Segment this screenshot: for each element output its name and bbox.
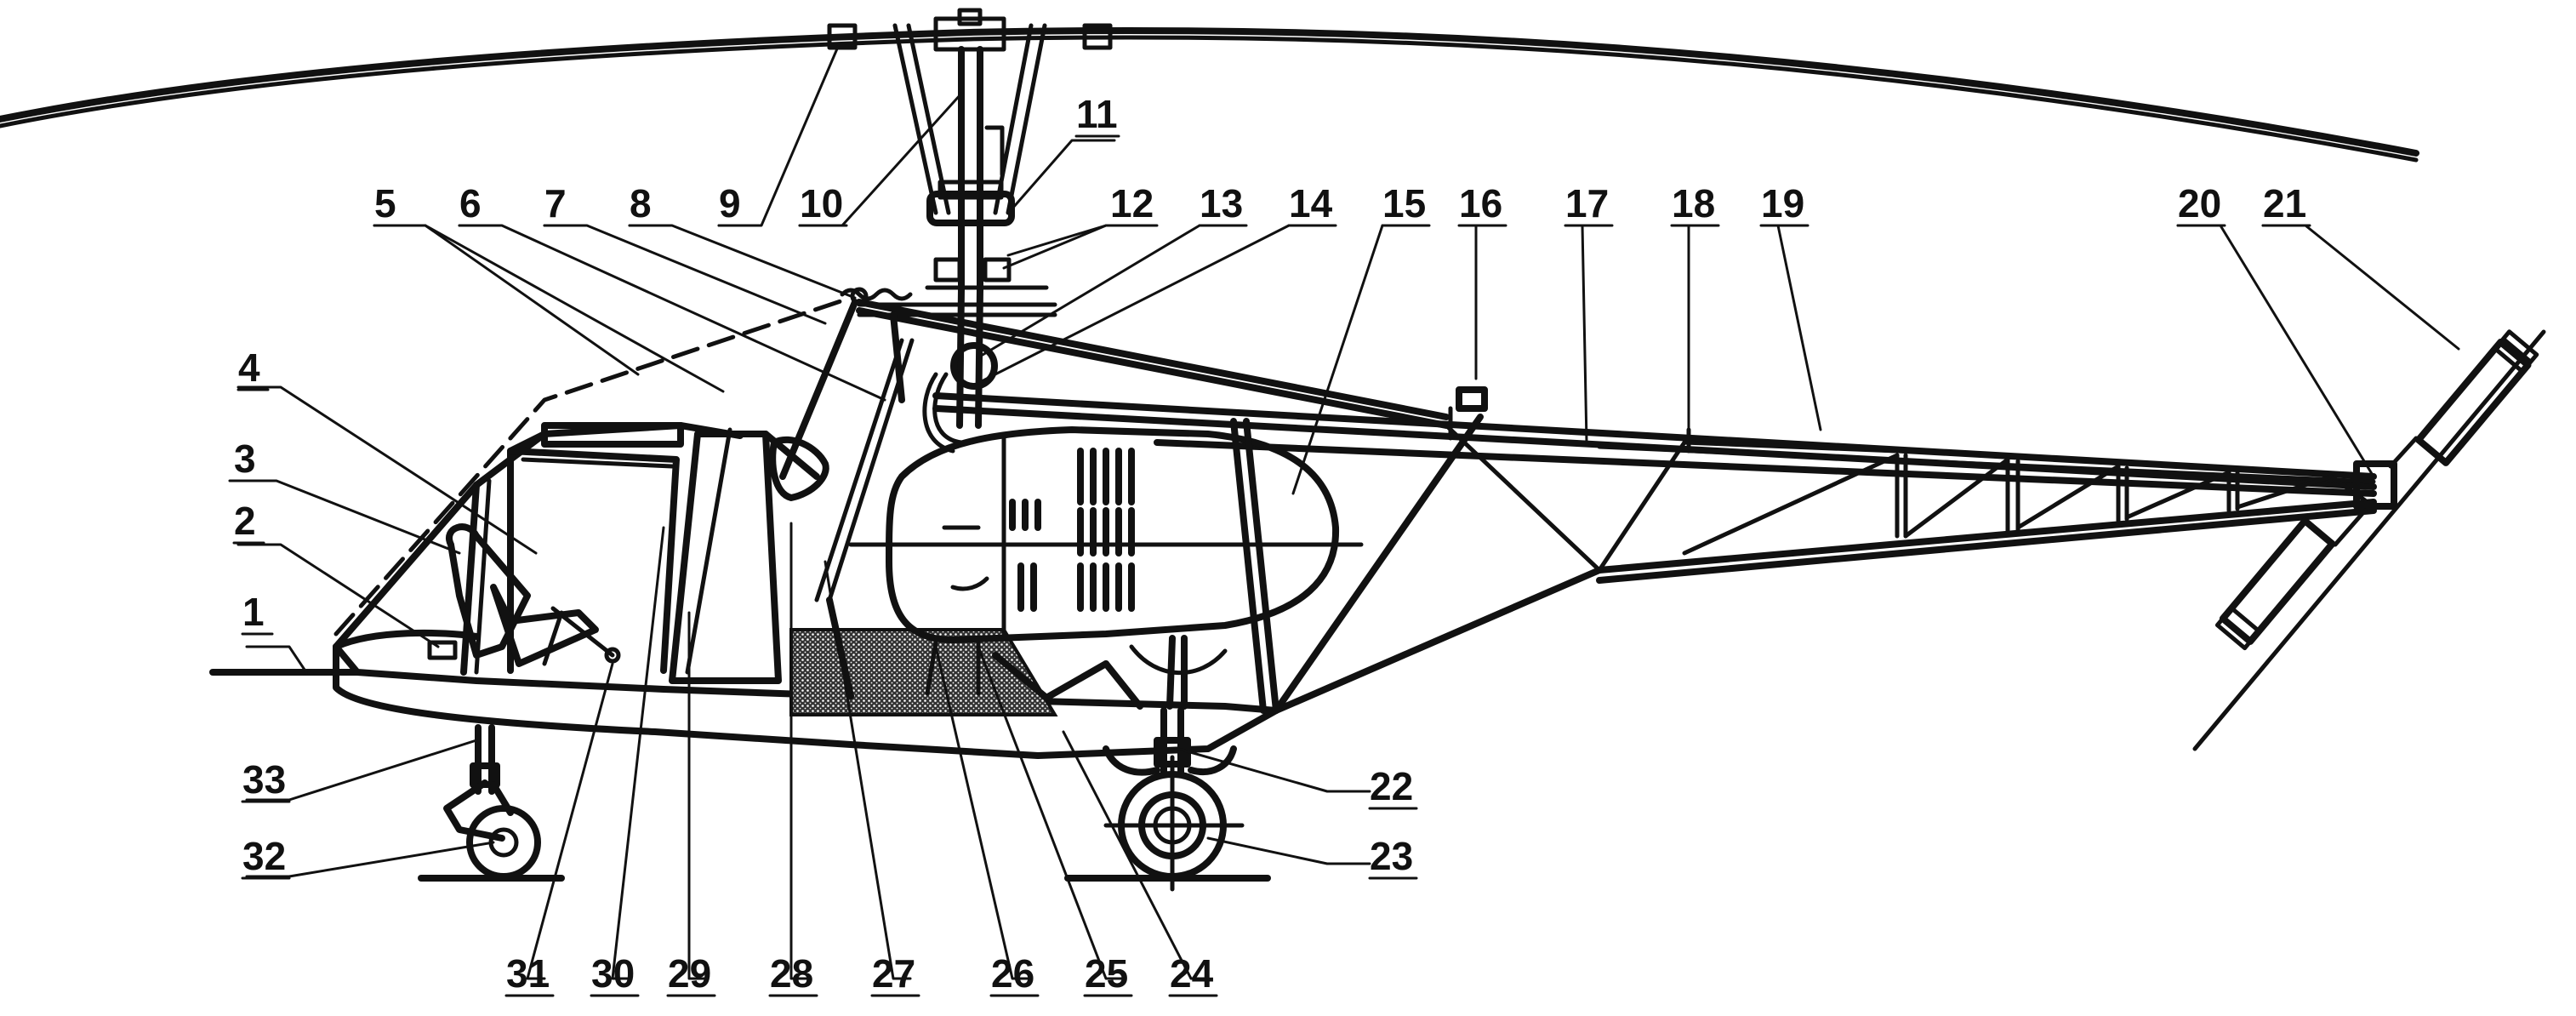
engine [848, 426, 1364, 643]
callout-31: 31 [506, 951, 550, 996]
callout-10: 10 [800, 181, 843, 225]
callout-19: 19 [1761, 181, 1804, 225]
callout-15: 15 [1382, 181, 1426, 225]
nose-gear [418, 724, 565, 882]
cockpit [333, 422, 829, 684]
callout-9: 9 [719, 181, 741, 225]
callout-18: 18 [1672, 181, 1715, 225]
callout-labels: 1 2 3 4 5 6 7 8 9 10 11 12 13 14 15 16 1… [234, 92, 2306, 996]
callout-17: 17 [1565, 181, 1609, 225]
callout-3: 3 [234, 437, 256, 481]
callout-16: 16 [1459, 181, 1502, 225]
callout-2: 2 [234, 499, 256, 543]
callout-26: 26 [991, 951, 1034, 996]
callout-12: 12 [1110, 181, 1154, 225]
callout-32: 32 [242, 834, 286, 878]
callout-33: 33 [242, 757, 286, 802]
callout-1: 1 [242, 590, 265, 634]
rotor-mast [892, 23, 1049, 293]
callout-30: 30 [591, 951, 635, 996]
fuselage-body [209, 628, 1279, 759]
callout-5: 5 [374, 181, 396, 225]
callout-22: 22 [1370, 764, 1413, 808]
callout-23: 23 [1370, 834, 1413, 878]
callout-4: 4 [238, 345, 260, 390]
canopy-outline [333, 295, 853, 636]
callout-underlines [232, 134, 2311, 997]
callout-20: 20 [2178, 181, 2221, 225]
tail-rotor [2192, 329, 2546, 751]
callout-27: 27 [872, 951, 915, 996]
callout-6: 6 [459, 181, 482, 225]
callout-29: 29 [668, 951, 711, 996]
callout-7: 7 [544, 181, 567, 225]
callout-21: 21 [2263, 181, 2306, 225]
callout-28: 28 [770, 951, 813, 996]
callout-13: 13 [1200, 181, 1243, 225]
callout-14: 14 [1289, 181, 1333, 225]
callout-11: 11 [1076, 92, 1118, 136]
callout-24: 24 [1170, 951, 1214, 996]
tail-boom [932, 386, 2377, 714]
callout-8: 8 [630, 181, 652, 225]
main-gear [1064, 707, 1271, 892]
callout-25: 25 [1085, 951, 1128, 996]
main-rotor [0, 8, 2419, 163]
